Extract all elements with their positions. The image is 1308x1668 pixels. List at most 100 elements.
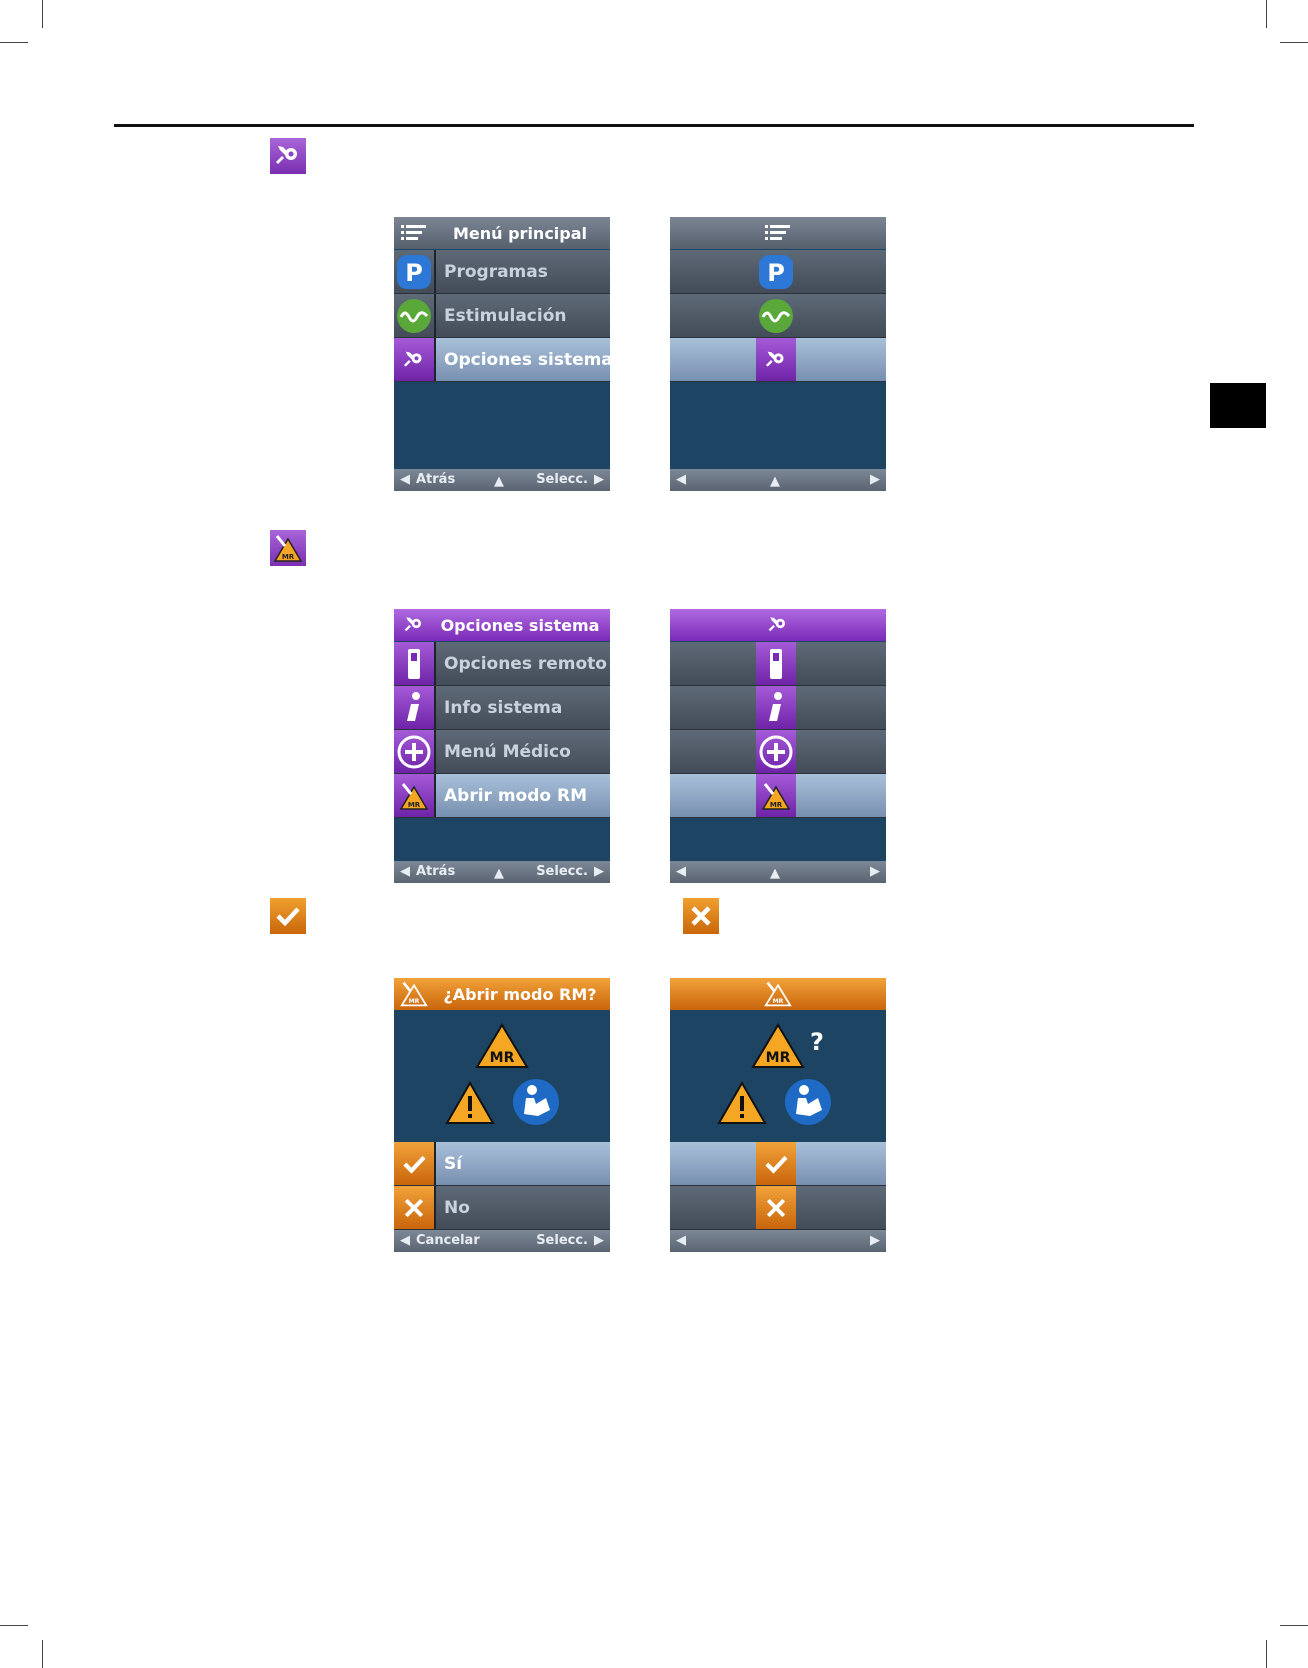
system-options-icon <box>670 609 886 641</box>
screen-footer: ◀ ▲ ▶ <box>670 469 886 491</box>
left-arrow-icon[interactable]: ◀ <box>676 1233 686 1248</box>
up-arrow-icon[interactable]: ▲ <box>770 474 780 489</box>
screen-header: MR <box>670 978 886 1010</box>
mr-mode-icon: MR <box>270 530 306 566</box>
right-arrow-icon: ▶ <box>594 1233 604 1248</box>
warning-icon <box>716 1080 768 1126</box>
svg-text:MR: MR <box>409 998 420 1005</box>
question-mark: ? <box>810 1028 824 1056</box>
menu-item-programas[interactable]: P Programas <box>394 250 610 294</box>
svg-text:MR: MR <box>770 801 783 809</box>
crop-mark <box>0 1625 28 1626</box>
mr-mode-icon: MR <box>670 978 886 1010</box>
svg-text:MR: MR <box>408 801 421 809</box>
option-no[interactable]: No <box>394 1186 610 1230</box>
mr-mode-icon: MR <box>394 978 434 1010</box>
crop-mark <box>42 0 43 28</box>
back-softkey[interactable]: ◀Atrás <box>400 472 455 487</box>
close-icon <box>683 898 719 934</box>
option-yes[interactable]: Sí <box>394 1142 610 1186</box>
menu-item-abrir-modo-rm[interactable]: MR Abrir modo RM <box>394 774 610 818</box>
warning-area: MR ? <box>670 1010 886 1140</box>
info-icon <box>394 686 436 729</box>
menu-item-info-sistema[interactable] <box>670 686 886 730</box>
system-options-screen-icons: MR ◀ ▲ ▶ <box>670 609 886 883</box>
screen-header <box>670 217 886 249</box>
menu-item-menu-medico[interactable]: Menú Médico <box>394 730 610 774</box>
screen-footer: ◀Atrás ▲ Selecc.▶ <box>394 469 610 491</box>
read-manual-icon <box>784 1078 832 1126</box>
main-menu-screen-icons: P ◀ ▲ ▶ <box>670 217 886 491</box>
medical-plus-icon <box>394 730 436 773</box>
right-arrow-icon[interactable]: ▶ <box>870 1233 880 1248</box>
screen-title: Opciones sistema <box>434 616 610 635</box>
remote-control-icon <box>394 642 436 685</box>
read-manual-icon <box>512 1078 560 1126</box>
crop-mark <box>0 42 28 43</box>
select-softkey[interactable]: Selecc.▶ <box>536 472 604 487</box>
svg-text:MR: MR <box>766 1050 791 1066</box>
up-arrow-icon[interactable]: ▲ <box>494 474 504 489</box>
close-icon <box>394 1186 436 1229</box>
right-arrow-icon[interactable]: ▶ <box>870 864 880 879</box>
left-arrow-icon[interactable]: ◀ <box>676 864 686 879</box>
screen-header: MR ¿Abrir modo RM? <box>394 978 610 1010</box>
header-rule <box>114 124 1194 127</box>
left-arrow-icon: ◀ <box>400 472 410 487</box>
medical-plus-icon <box>756 730 796 773</box>
mr-conditional-icon: MR <box>750 1022 806 1070</box>
menu-item-opciones-remoto[interactable]: Opciones remoto <box>394 642 610 686</box>
select-softkey[interactable]: Selecc.▶ <box>536 1233 604 1248</box>
right-arrow-icon[interactable]: ▶ <box>870 472 880 487</box>
system-options-icon <box>394 609 434 641</box>
menu-item-info-sistema[interactable]: Info sistema <box>394 686 610 730</box>
svg-text:MR: MR <box>490 1050 515 1066</box>
left-arrow-icon: ◀ <box>400 1233 410 1248</box>
up-arrow-icon[interactable]: ▲ <box>770 866 780 881</box>
svg-text:MR: MR <box>773 998 784 1005</box>
right-arrow-icon: ▶ <box>594 864 604 879</box>
left-arrow-icon[interactable]: ◀ <box>676 472 686 487</box>
screen-header: Menú principal <box>394 217 610 249</box>
menu-item-programas[interactable]: P <box>670 250 886 294</box>
system-options-icon <box>270 138 306 174</box>
check-icon <box>394 1142 436 1185</box>
close-icon <box>756 1186 796 1229</box>
main-menu-screen-text: Menú principal P Programas Estimulación … <box>394 217 610 491</box>
menu-item-opciones-remoto[interactable] <box>670 642 886 686</box>
up-arrow-icon[interactable]: ▲ <box>494 866 504 881</box>
check-icon <box>270 898 306 934</box>
mr-mode-icon: MR <box>394 774 436 817</box>
screen-header <box>670 609 886 641</box>
mr-confirm-screen-text: MR ¿Abrir modo RM? MR Sí No ◀Cancelar S <box>394 978 610 1252</box>
check-icon <box>756 1142 796 1185</box>
menu-item-abrir-modo-rm[interactable]: MR <box>670 774 886 818</box>
option-yes[interactable] <box>670 1142 886 1186</box>
back-softkey[interactable]: ◀Atrás <box>400 864 455 879</box>
svg-text:P: P <box>405 259 423 287</box>
menu-item-opciones-sistema[interactable]: Opciones sistema <box>394 338 610 382</box>
programs-icon: P <box>756 250 796 293</box>
select-softkey[interactable]: Selecc.▶ <box>536 864 604 879</box>
crop-mark <box>1266 0 1267 28</box>
remote-control-icon <box>756 642 796 685</box>
warning-area: MR <box>394 1010 610 1140</box>
screen-title: Menú principal <box>434 224 610 243</box>
menu-item-opciones-sistema[interactable] <box>670 338 886 382</box>
menu-item-estimulacion[interactable]: Estimulación <box>394 294 610 338</box>
left-arrow-icon: ◀ <box>400 864 410 879</box>
option-no[interactable] <box>670 1186 886 1230</box>
right-arrow-icon: ▶ <box>594 472 604 487</box>
screen-title: ¿Abrir modo RM? <box>434 985 610 1004</box>
mr-mode-icon: MR <box>756 774 796 817</box>
menu-item-menu-medico[interactable] <box>670 730 886 774</box>
stimulation-icon <box>394 294 436 337</box>
menu-item-estimulacion[interactable] <box>670 294 886 338</box>
crop-mark <box>1280 42 1308 43</box>
screen-footer: ◀ ▶ <box>670 1230 886 1252</box>
mr-conditional-icon: MR <box>474 1022 530 1070</box>
cancel-softkey[interactable]: ◀Cancelar <box>400 1233 480 1248</box>
menu-list-icon <box>394 217 434 249</box>
svg-text:P: P <box>767 259 785 287</box>
screen-footer: ◀ ▲ ▶ <box>670 861 886 883</box>
